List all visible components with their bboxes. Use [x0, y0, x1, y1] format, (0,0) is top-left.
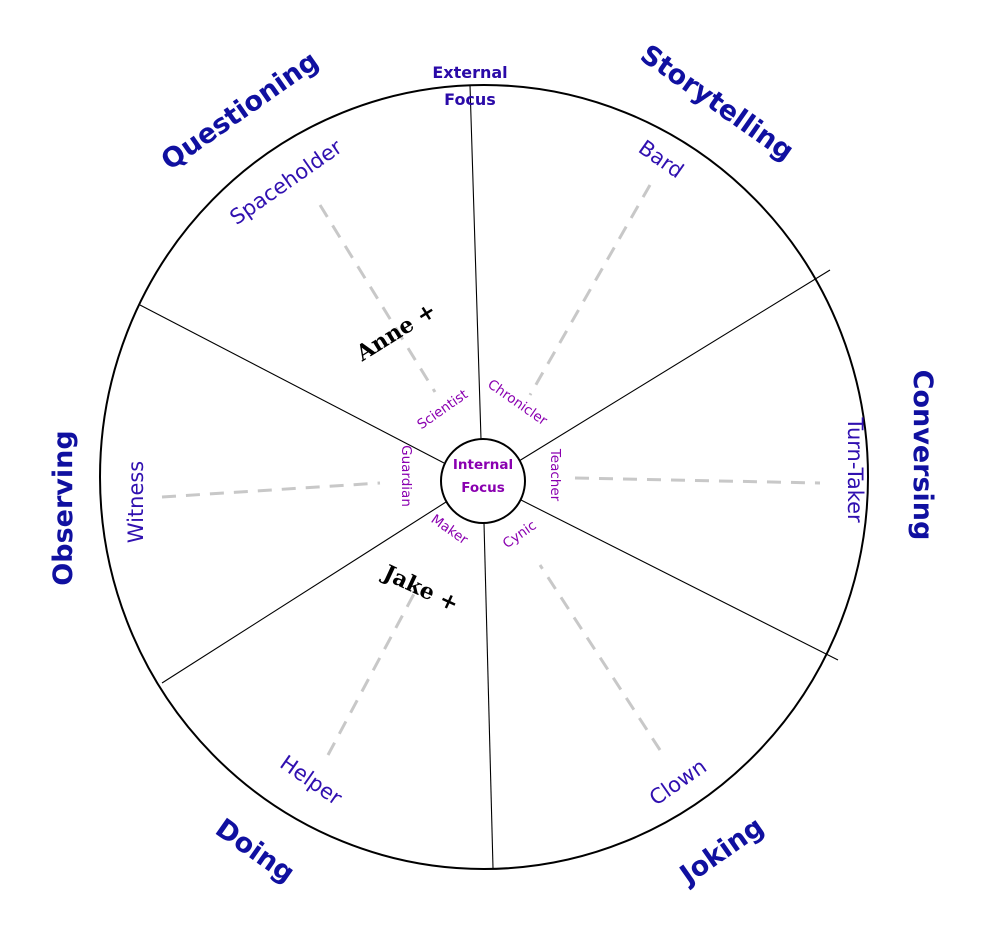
external-focus-line1: External — [432, 63, 507, 82]
label-observing: Observing — [48, 430, 79, 585]
inner-role-cynic: Cynic — [500, 518, 540, 552]
dashed-line — [326, 591, 417, 756]
divider-line — [161, 501, 447, 684]
person-anne: Anne + — [351, 297, 441, 367]
dashed-line — [528, 184, 652, 396]
label-questioning: Questioning — [156, 45, 325, 176]
dividers — [139, 84, 839, 869]
inner-role-guardian: Guardian — [398, 445, 414, 507]
dashed-connectors — [161, 184, 821, 756]
divider-line — [139, 304, 445, 464]
divider-line — [518, 269, 831, 462]
role-clown: Clown — [645, 754, 711, 810]
role-helper: Helper — [276, 751, 347, 811]
role-witness: Witness — [124, 461, 148, 543]
dashed-line — [538, 564, 662, 751]
outer-circle — [99, 84, 869, 870]
inner-role-chronicler: Chronicler — [485, 376, 551, 429]
inner-role-teacher: Teacher — [547, 448, 563, 502]
inner-role-scientist: Scientist — [414, 387, 471, 433]
divider-line — [520, 499, 839, 661]
role-turn-taker: Turn-Taker — [843, 416, 867, 523]
divider-line — [469, 84, 482, 440]
inner-circle — [440, 438, 526, 524]
dashed-line — [574, 476, 821, 485]
person-jake: Jake + — [377, 559, 462, 617]
dashed-line — [161, 481, 381, 499]
label-joking: Joking — [673, 811, 770, 892]
label-doing: Doing — [210, 813, 300, 889]
role-spaceholder: Spaceholder — [225, 135, 346, 230]
divider-line — [483, 522, 494, 869]
internal-focus-line2: Focus — [461, 480, 505, 496]
dashed-line — [318, 204, 437, 393]
external-focus-line2: Focus — [444, 90, 496, 109]
internal-focus-line1: Internal — [453, 457, 513, 473]
label-conversing: Conversing — [907, 370, 938, 541]
role-bard: Bard — [634, 135, 688, 183]
